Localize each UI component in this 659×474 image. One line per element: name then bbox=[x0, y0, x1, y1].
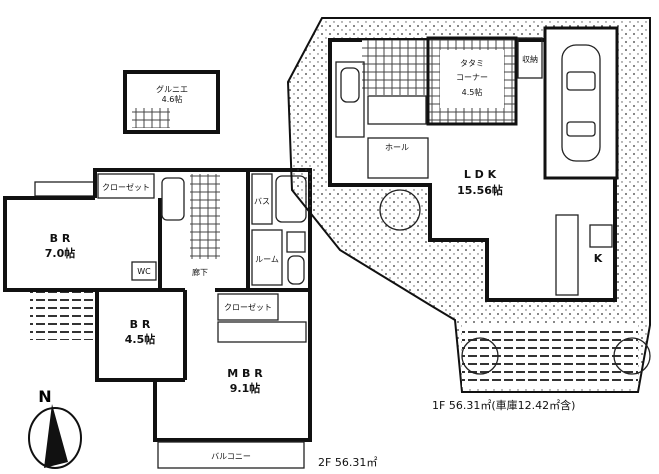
ldk-name: L D K bbox=[464, 168, 497, 181]
ldk-size: 15.56帖 bbox=[457, 183, 503, 197]
master-bedroom-size: 9.1帖 bbox=[230, 381, 261, 395]
bedroom-2-name: B R bbox=[130, 318, 151, 331]
tree bbox=[379, 189, 421, 231]
storage-label: 収納 bbox=[522, 54, 538, 64]
approach-paving bbox=[462, 325, 638, 387]
car-icon bbox=[561, 44, 601, 162]
loft-room bbox=[123, 70, 220, 134]
loft-size: 4.6帖 bbox=[162, 94, 183, 104]
sink bbox=[161, 177, 185, 221]
laundry-label: ルーム bbox=[255, 255, 279, 264]
garage bbox=[543, 26, 619, 180]
kitchen-counter bbox=[555, 214, 579, 296]
roof-hatch bbox=[30, 290, 98, 340]
tatami-label-bg bbox=[440, 50, 504, 108]
closet-2 bbox=[217, 293, 279, 321]
wc-room bbox=[131, 261, 157, 281]
closet-1-label: クローゼット bbox=[102, 182, 150, 192]
kitchen-sink bbox=[589, 224, 613, 248]
wc-label: WC bbox=[137, 267, 151, 276]
kitchen-label: K bbox=[594, 252, 603, 265]
bedroom-1-name: B R bbox=[50, 232, 71, 245]
balcony-label: バルコニー bbox=[211, 452, 251, 461]
tatami-size: 4.5帖 bbox=[462, 87, 483, 97]
compass-icon: N bbox=[28, 387, 82, 469]
bathtub bbox=[340, 67, 360, 103]
tree bbox=[461, 337, 499, 375]
bedroom-2-size: 4.5帖 bbox=[125, 332, 156, 346]
bath-area bbox=[251, 173, 273, 225]
entrance-tiles bbox=[362, 40, 428, 95]
toilet-fixture bbox=[287, 255, 305, 285]
tatami-name: タタミ bbox=[460, 59, 484, 68]
bathroom bbox=[335, 61, 365, 138]
tatami-name-2: コーナー bbox=[456, 73, 488, 82]
hall bbox=[367, 137, 429, 179]
master-bedroom-name: M B R bbox=[227, 367, 263, 380]
bedroom-1-size: 7.0帖 bbox=[45, 246, 76, 260]
storage bbox=[517, 37, 543, 79]
washroom bbox=[367, 95, 427, 125]
closet-1 bbox=[97, 173, 155, 199]
washer bbox=[286, 231, 306, 253]
loft-name: グルニエ bbox=[156, 84, 188, 94]
first-floor-caption: 1F 56.31㎡(車庫12.42㎡含) bbox=[432, 398, 575, 412]
hall-label: ホール bbox=[385, 143, 409, 152]
staircase bbox=[190, 174, 220, 259]
tree bbox=[613, 337, 651, 375]
second-floor-caption: 2F 56.31㎡ bbox=[318, 456, 377, 469]
laundry-room bbox=[251, 229, 283, 286]
eave bbox=[34, 181, 96, 197]
closet-2-label: クローゼット bbox=[224, 302, 272, 312]
first-floor: タタミ コーナー 4.5帖 収納 ホール L D K 15.56帖 K 1F 5… bbox=[286, 17, 651, 412]
balcony bbox=[157, 441, 305, 469]
loft-hatch bbox=[132, 108, 170, 128]
north-label: N bbox=[38, 387, 51, 406]
shelf bbox=[217, 321, 307, 343]
hall-label: 廊下 bbox=[192, 267, 208, 277]
second-floor: グルニエ 4.6帖 クローゼット バス ルーム WC 廊下 B R 7.0帖 B… bbox=[3, 70, 377, 469]
bath-label: バス bbox=[254, 197, 270, 206]
